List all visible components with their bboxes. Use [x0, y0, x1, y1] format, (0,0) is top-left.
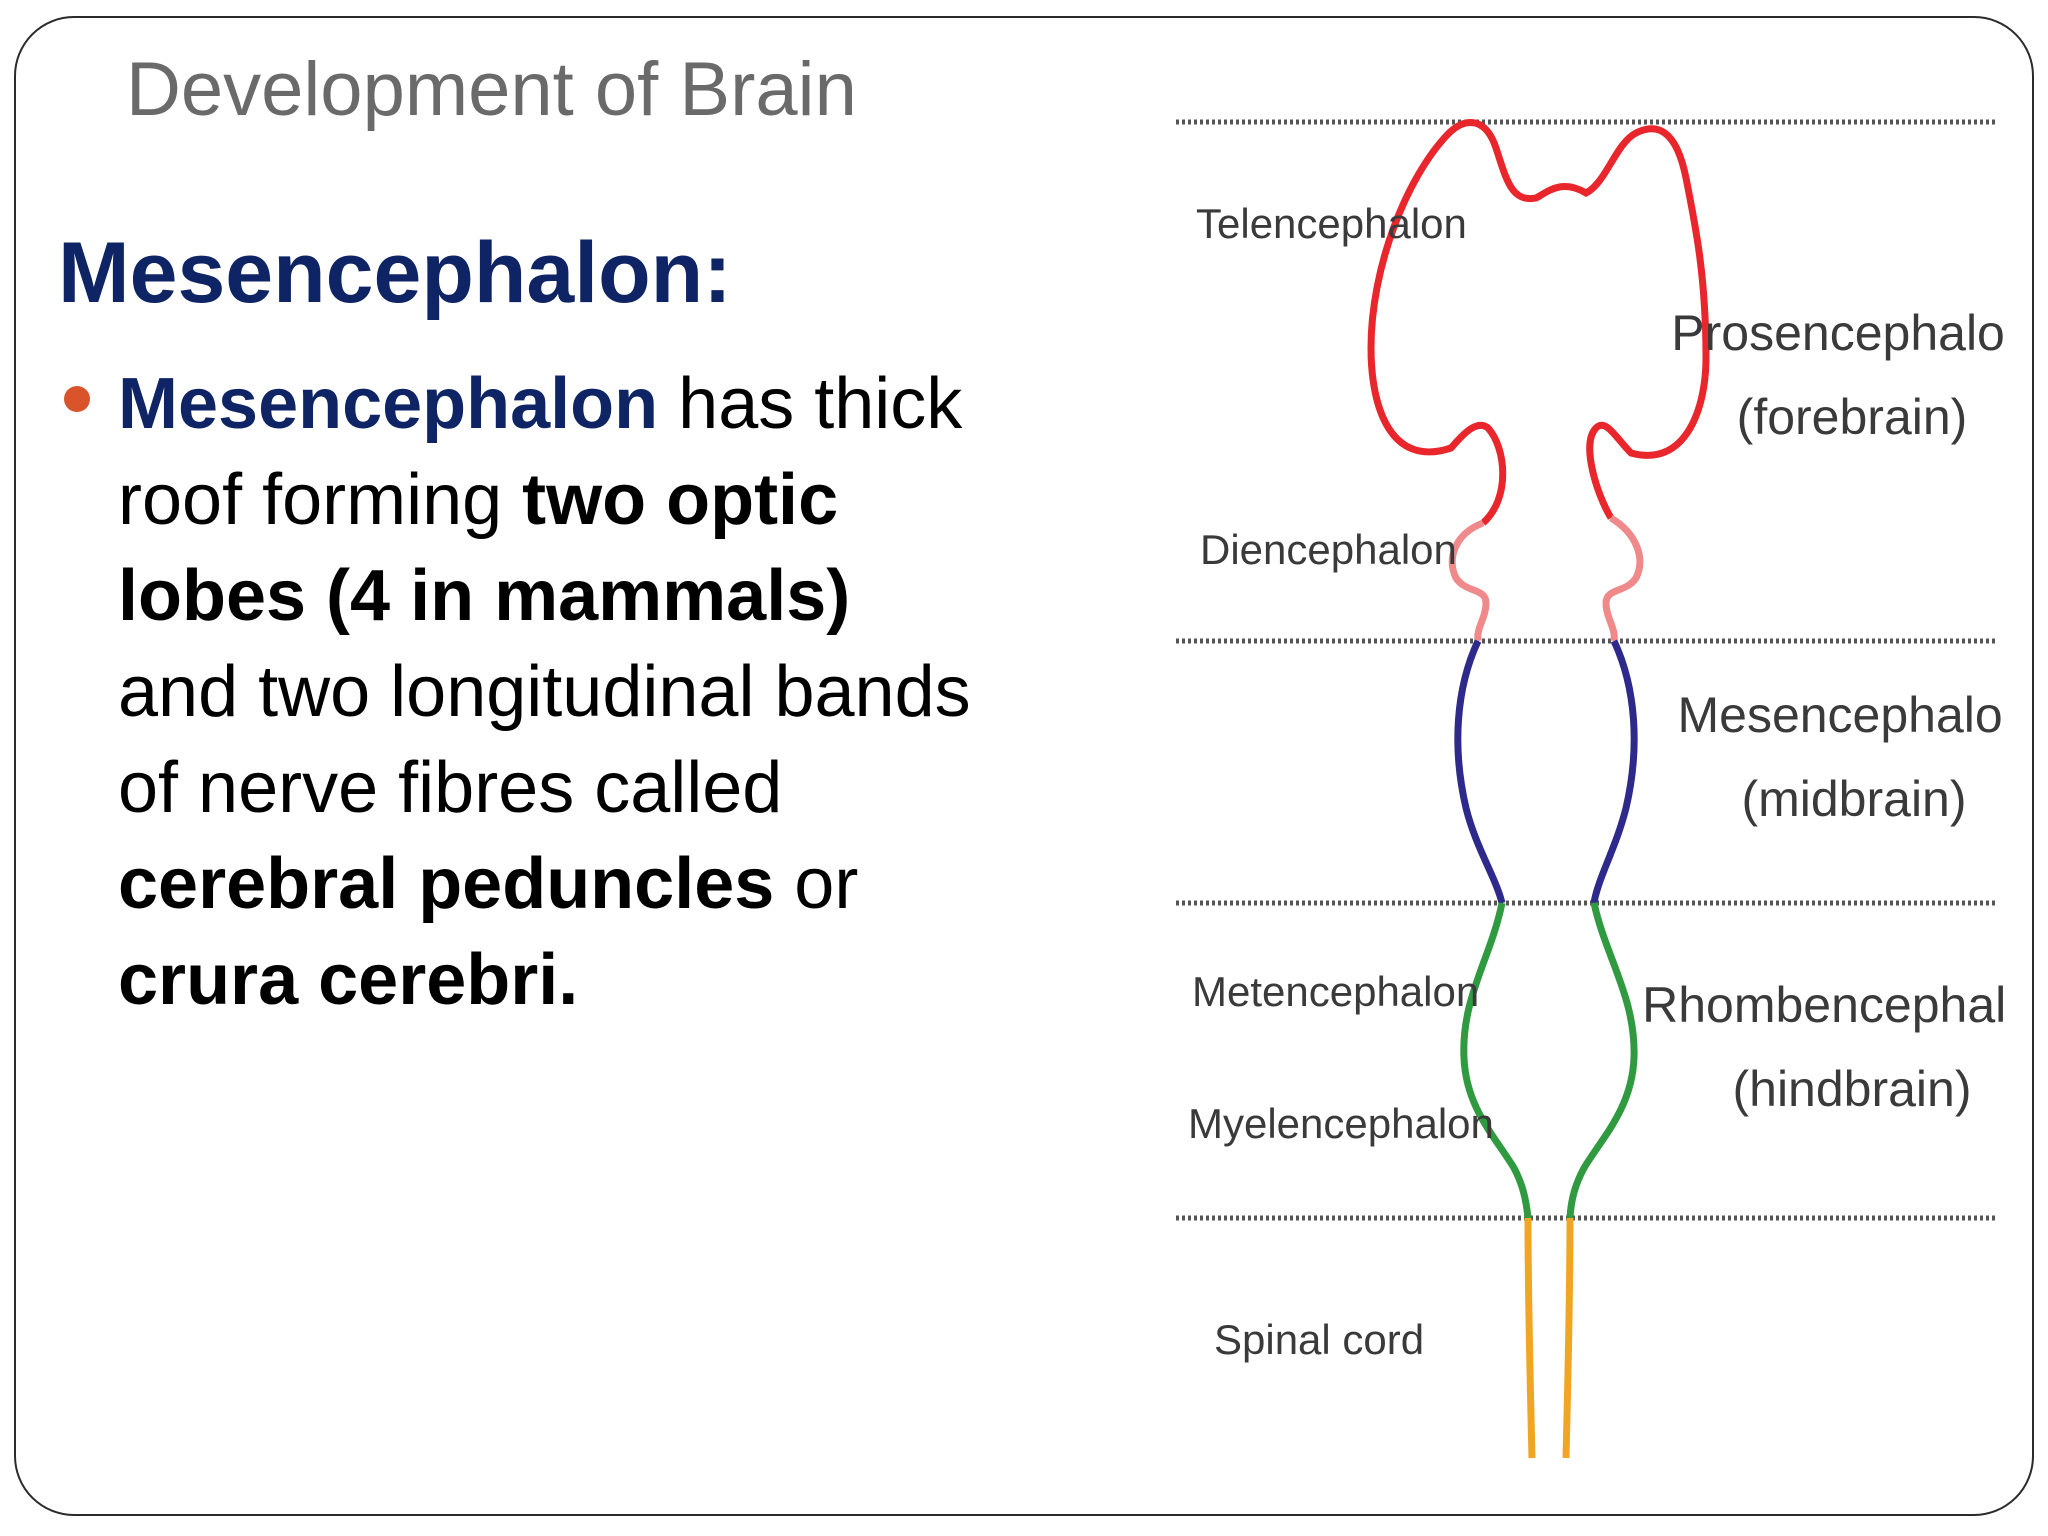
bold-phrase: crura cerebri.: [118, 940, 579, 1020]
mesencephalon-outline: [1590, 639, 1638, 904]
bullet-line-2: roof forming two optic: [118, 452, 1118, 548]
bullet-text-fragment: has thick: [658, 364, 963, 444]
label-diencephalon: Diencephalon: [1200, 526, 1457, 573]
term-mesencephalon: Mesencephalon: [118, 364, 659, 444]
label-metencephalon: Metencephalon: [1192, 968, 1479, 1015]
spinal-cord-outline: [1524, 1217, 1536, 1459]
label-rhombencephalon: Rhombencephalon: [1642, 977, 2006, 1033]
label-prosencephalon: Prosencephalon: [1671, 305, 2006, 361]
bold-phrase: lobes (4 in mammals): [118, 556, 851, 636]
bullet-line-3: lobes (4 in mammals): [118, 548, 1118, 644]
bullet-text-fragment: or: [774, 844, 859, 924]
mesencephalon-outline: [1454, 639, 1506, 904]
label-mesencephalon: Mesencephalon: [1677, 687, 2006, 743]
label-forebrain: (forebrain): [1737, 389, 1968, 445]
bullet-line-6: cerebral peduncles or: [118, 836, 1118, 932]
bullet-line-1: Mesencephalon has thick: [118, 356, 1118, 452]
rhombencephalon-outline: [1566, 902, 1638, 1219]
bullet-text: Mesencephalon has thick roof forming two…: [118, 356, 1118, 1028]
telencephalon-outline: [1367, 119, 1710, 526]
label-spinal-cord: Spinal cord: [1214, 1316, 1424, 1363]
bullet-line-7: crura cerebri.: [118, 932, 1118, 1028]
brain-development-diagram: Telencephalon Diencephalon Metencephalon…: [1166, 98, 2032, 1478]
label-midbrain: (midbrain): [1741, 771, 1966, 827]
bold-phrase: cerebral peduncles: [118, 844, 775, 924]
section-heading: Mesencephalon:: [58, 225, 732, 321]
slide-title: Development of Brain: [126, 47, 857, 132]
bullet-line-5: of nerve fibres called: [118, 748, 783, 828]
bullet-line-4: and two longitudinal bands: [118, 652, 971, 732]
bold-phrase: two optic: [522, 460, 839, 540]
spinal-cord-outline: [1562, 1217, 1574, 1459]
label-hindbrain: (hindbrain): [1732, 1061, 1971, 1117]
bullet-text-fragment: roof forming: [118, 460, 523, 540]
rhombencephalon-outline: [1460, 902, 1532, 1219]
label-telencephalon: Telencephalon: [1196, 200, 1467, 247]
slide: Development of Brain Mesencephalon: Mese…: [14, 16, 2034, 1516]
label-myelencephalon: Myelencephalon: [1188, 1100, 1494, 1147]
diencephalon-outline: [1602, 514, 1644, 642]
bullet-icon: [64, 386, 90, 412]
diencephalon-outline: [1448, 519, 1490, 642]
